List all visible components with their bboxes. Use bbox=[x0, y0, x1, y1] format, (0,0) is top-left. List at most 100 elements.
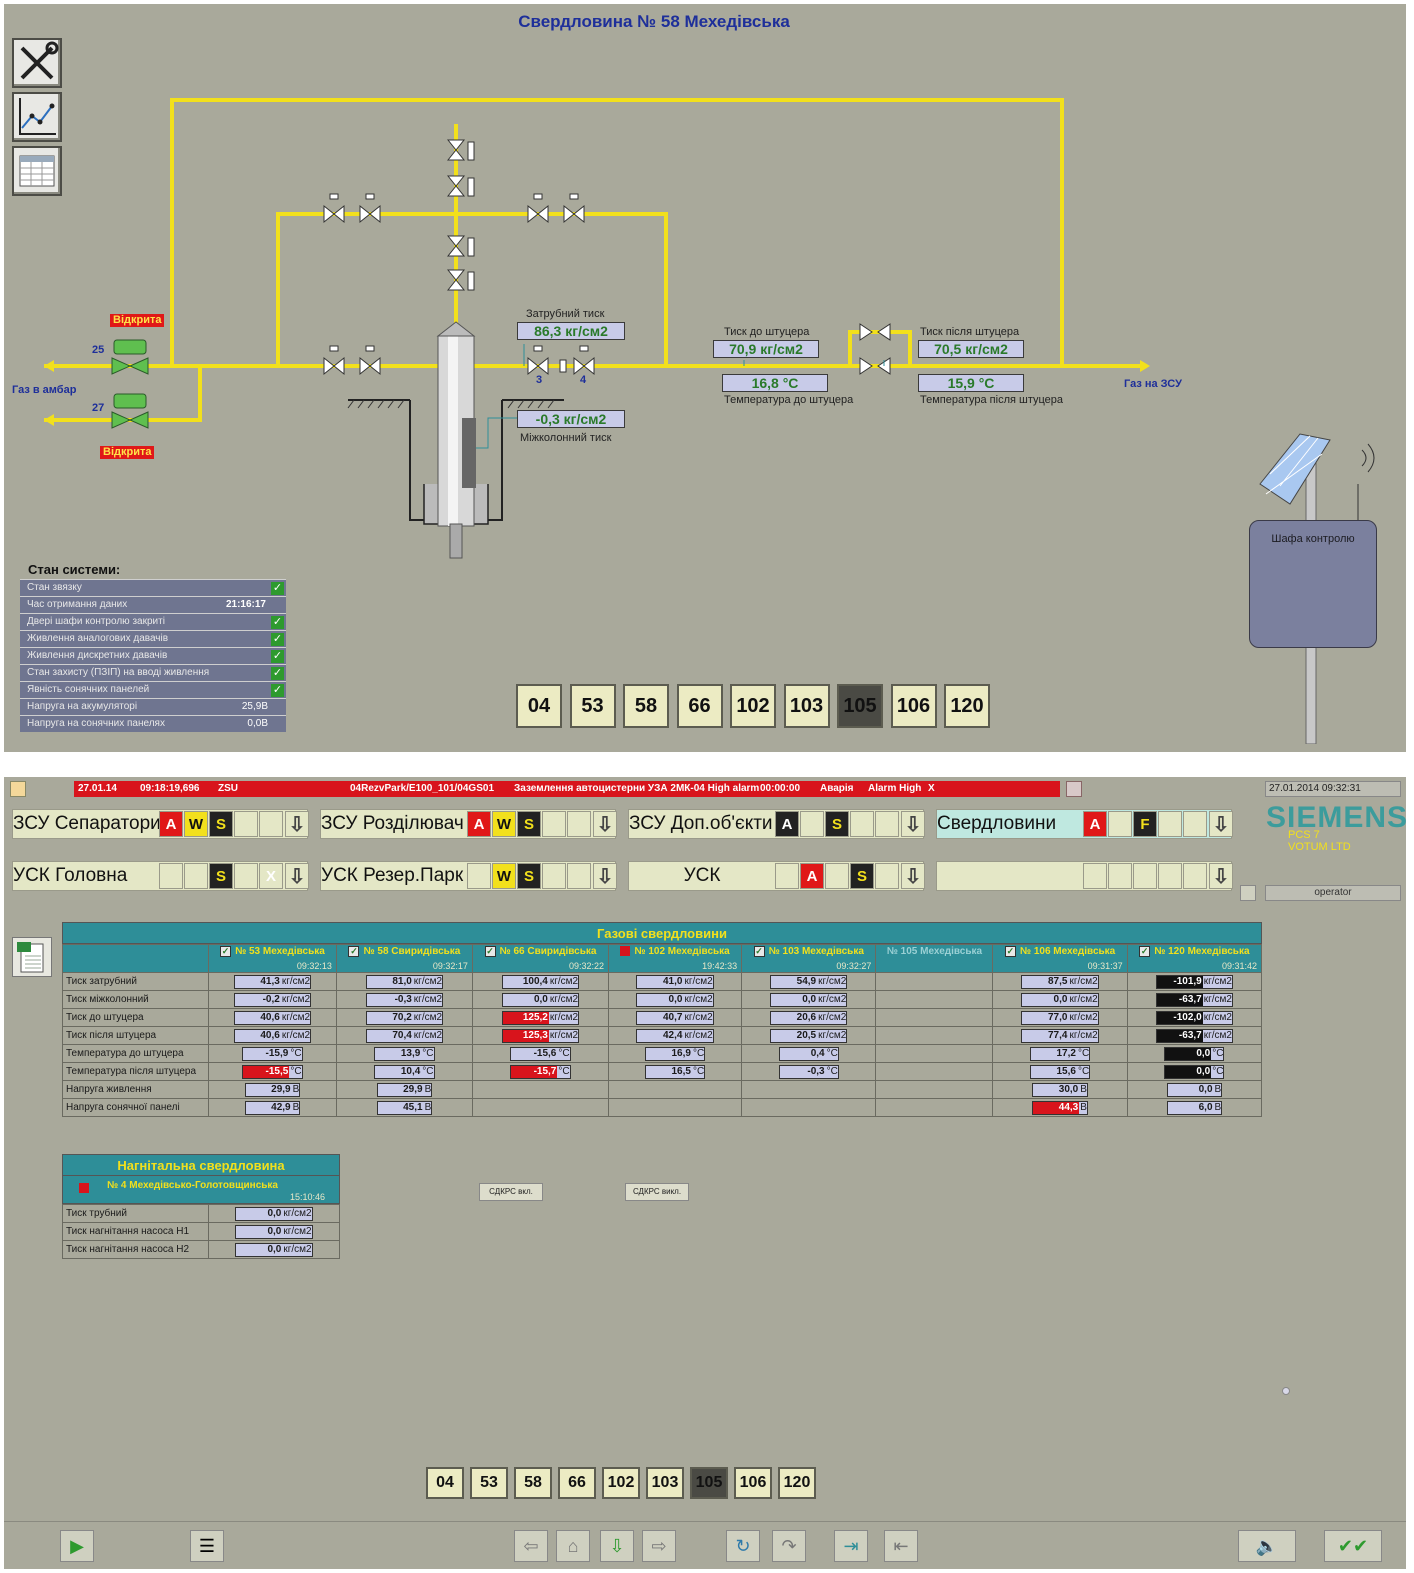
area-signal-off[interactable] bbox=[1158, 811, 1182, 837]
forward-arrow-icon[interactable]: ⇨ bbox=[642, 1530, 676, 1562]
open-area-arrow-icon[interactable]: ⇩ bbox=[593, 863, 617, 889]
area-signal-s[interactable]: S bbox=[517, 863, 541, 889]
well-nav-button-66[interactable]: 66 bbox=[558, 1467, 596, 1499]
open-area-arrow-icon[interactable]: ⇩ bbox=[1209, 811, 1233, 837]
well-column-header[interactable]: № 105 Мехедівська bbox=[875, 944, 994, 973]
area-signal-s[interactable]: S bbox=[825, 811, 849, 837]
area-signal-off[interactable] bbox=[542, 811, 566, 837]
well-nav-button-58[interactable]: 58 bbox=[514, 1467, 552, 1499]
home-icon[interactable]: ⌂ bbox=[556, 1530, 590, 1562]
area-signal-ab[interactable]: A bbox=[775, 811, 799, 837]
excel-report-icon[interactable] bbox=[12, 937, 52, 977]
control-cabinet[interactable]: Шафа контролю bbox=[1249, 520, 1377, 648]
area-signal-off[interactable] bbox=[1133, 863, 1157, 889]
window-out-icon[interactable]: ⇤ bbox=[884, 1530, 918, 1562]
table-button[interactable] bbox=[12, 146, 62, 196]
area-signal-off[interactable] bbox=[875, 863, 899, 889]
well-nav-button-106[interactable]: 106 bbox=[734, 1467, 772, 1499]
well-nav-button-120[interactable]: 120 bbox=[778, 1467, 816, 1499]
redo-icon[interactable]: ↷ bbox=[772, 1530, 806, 1562]
open-area-arrow-icon[interactable]: ⇩ bbox=[901, 811, 925, 837]
area-signal-off[interactable] bbox=[1108, 811, 1132, 837]
window-in-icon[interactable]: ⇥ bbox=[834, 1530, 868, 1562]
open-area-arrow-icon[interactable]: ⇩ bbox=[593, 811, 617, 837]
area-signal-off[interactable] bbox=[850, 811, 874, 837]
area-signal-off[interactable] bbox=[1083, 863, 1107, 889]
area-signal-off[interactable] bbox=[1158, 863, 1182, 889]
area-signal-w[interactable]: W bbox=[492, 811, 516, 837]
well-nav-button-04[interactable]: 04 bbox=[516, 684, 562, 728]
sdkrs-off-button[interactable]: СДКРС викл. bbox=[625, 1183, 689, 1201]
area-signal-off[interactable] bbox=[567, 811, 591, 837]
notes-icon[interactable]: ☰ bbox=[190, 1530, 224, 1562]
area-summary[interactable]: ⇩ bbox=[936, 861, 1233, 891]
area-signal-off[interactable] bbox=[467, 863, 491, 889]
area-signal-off[interactable] bbox=[1183, 811, 1207, 837]
well-nav-button-103[interactable]: 103 bbox=[646, 1467, 684, 1499]
down-arrow-icon[interactable]: ⇩ bbox=[600, 1530, 634, 1562]
well-nav-button-105[interactable]: 105 bbox=[690, 1467, 728, 1499]
well-nav-button-120[interactable]: 120 bbox=[944, 684, 990, 728]
play-icon[interactable]: ▶ bbox=[60, 1530, 94, 1562]
area-signal-off[interactable] bbox=[1183, 863, 1207, 889]
area-signal-off[interactable] bbox=[234, 811, 258, 837]
area-signal-f[interactable]: F bbox=[1133, 811, 1157, 837]
area-signal-w[interactable]: W bbox=[492, 863, 516, 889]
area-signal-a[interactable]: A bbox=[159, 811, 183, 837]
alarm-list-icon[interactable] bbox=[10, 781, 26, 797]
well-nav-button-103[interactable]: 103 bbox=[783, 684, 830, 728]
valve-27[interactable] bbox=[108, 392, 154, 430]
well-nav-button-66[interactable]: 66 bbox=[676, 684, 723, 728]
open-area-arrow-icon[interactable]: ⇩ bbox=[285, 863, 309, 889]
well-nav-button-102[interactable]: 102 bbox=[730, 684, 776, 728]
area-signal-s[interactable]: S bbox=[850, 863, 874, 889]
area-signal-off[interactable] bbox=[875, 811, 899, 837]
area-signal-off[interactable] bbox=[259, 811, 283, 837]
area-signal-s[interactable]: S bbox=[209, 811, 233, 837]
sdkrs-on-button[interactable]: СДКРС вкл. bbox=[479, 1183, 543, 1201]
alarm-ack-icon[interactable] bbox=[1066, 781, 1082, 797]
area-signal-off[interactable] bbox=[775, 863, 799, 889]
open-area-arrow-icon[interactable]: ⇩ bbox=[1209, 863, 1233, 889]
well-nav-button-58[interactable]: 58 bbox=[623, 684, 669, 728]
alarm-bar[interactable]: 27.01.14 09:18:19,696 ZSU 04RezvPark/E10… bbox=[74, 781, 1060, 797]
area-signal-x[interactable]: X bbox=[259, 863, 283, 889]
area-signal-off[interactable] bbox=[159, 863, 183, 889]
refresh-icon[interactable]: ↻ bbox=[726, 1530, 760, 1562]
acknowledge-icon[interactable]: ✔✔ bbox=[1324, 1530, 1382, 1562]
tools-button[interactable] bbox=[12, 38, 62, 88]
valve-25[interactable] bbox=[108, 338, 154, 376]
well-nav-button-53[interactable]: 53 bbox=[470, 1467, 508, 1499]
area-signal-off[interactable] bbox=[825, 863, 849, 889]
area-signal-off[interactable] bbox=[1108, 863, 1132, 889]
area-signal-s[interactable]: S bbox=[209, 863, 233, 889]
area-signal-s[interactable]: S bbox=[517, 811, 541, 837]
well-nav-button-04[interactable]: 04 bbox=[426, 1467, 464, 1499]
open-area-arrow-icon[interactable]: ⇩ bbox=[901, 863, 925, 889]
area-signal-off[interactable] bbox=[234, 863, 258, 889]
well-nav-button-53[interactable]: 53 bbox=[569, 684, 616, 728]
area-signal-a[interactable]: A bbox=[1083, 811, 1107, 837]
area-signal-off[interactable] bbox=[800, 811, 824, 837]
area-signal-off[interactable] bbox=[567, 863, 591, 889]
area-signal-a[interactable]: A bbox=[800, 863, 824, 889]
well-nav-button-106[interactable]: 106 bbox=[890, 684, 937, 728]
area-signal-a[interactable]: A bbox=[467, 811, 491, 837]
sound-off-icon[interactable]: 🔈 bbox=[1238, 1530, 1296, 1562]
trend-button[interactable] bbox=[12, 92, 62, 142]
printer-icon[interactable] bbox=[1240, 885, 1256, 901]
well-nav-button-105[interactable]: 105 bbox=[837, 684, 883, 728]
alarm-close[interactable]: X bbox=[928, 783, 935, 794]
